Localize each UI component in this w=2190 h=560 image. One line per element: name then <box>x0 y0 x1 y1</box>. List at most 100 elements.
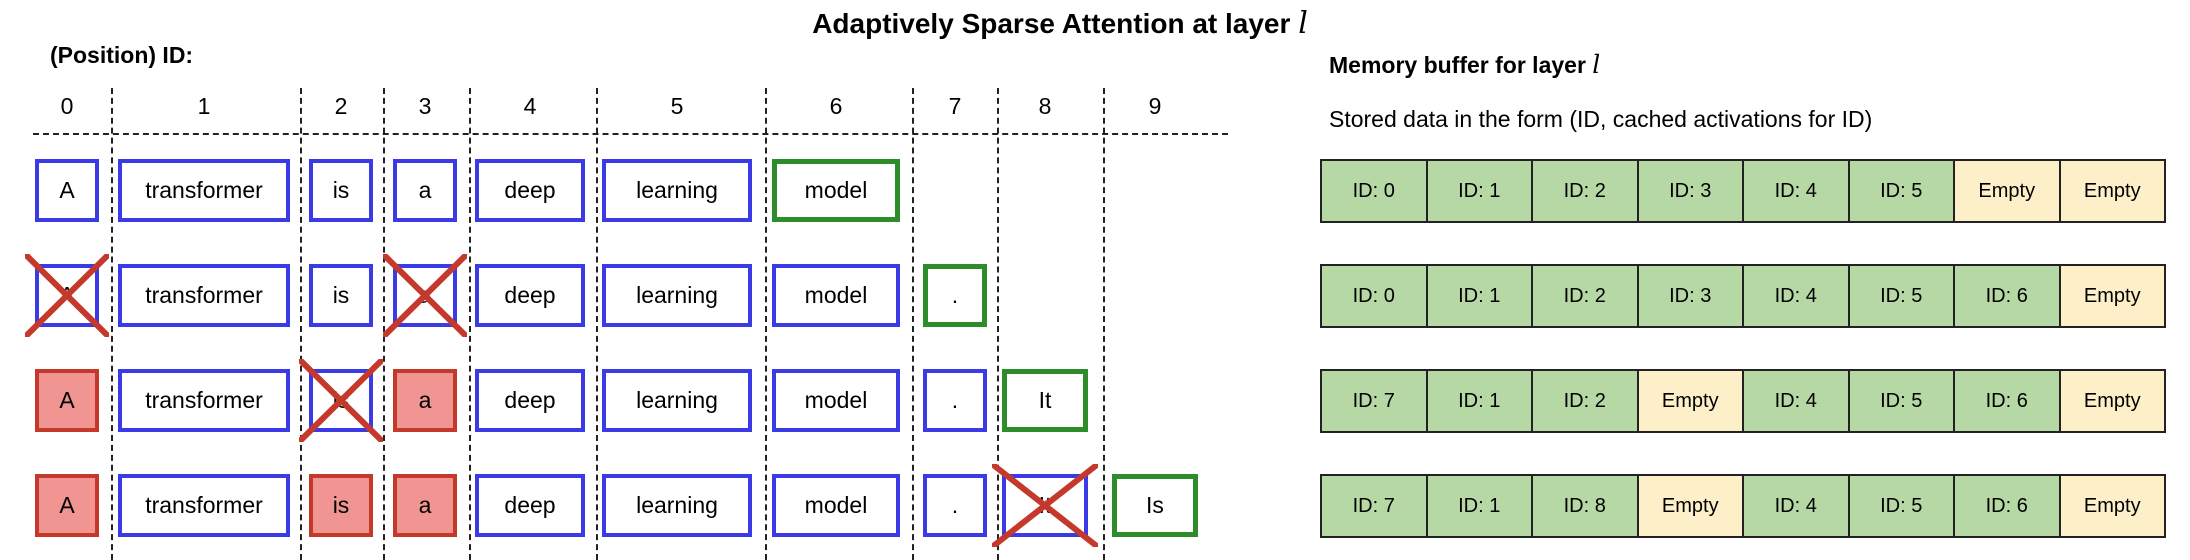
memory-slot: ID: 2 <box>1533 371 1639 431</box>
token-kept: learning <box>602 474 752 537</box>
column-id-0: 0 <box>60 93 74 119</box>
token-kept: a <box>393 159 457 222</box>
token-kept: . <box>923 474 987 537</box>
token-label: It <box>1038 387 1052 413</box>
token-label: It <box>1038 492 1052 518</box>
memory-slot: ID: 6 <box>1955 476 2061 536</box>
token-label: is <box>332 282 350 308</box>
memory-buffer-subtitle: Stored data in the form (ID, cached acti… <box>1329 106 1873 132</box>
token-kept: transformer <box>118 369 290 432</box>
column-separator <box>997 88 999 560</box>
column-separator <box>300 88 302 560</box>
memory-slot: ID: 5 <box>1849 476 1955 536</box>
memory-slot: ID: 4 <box>1744 266 1850 326</box>
token-kept: learning <box>602 159 752 222</box>
token-label: transformer <box>145 177 263 203</box>
token-kept: . <box>923 369 987 432</box>
token-dropped: A <box>35 264 99 327</box>
memory-slot: ID: 4 <box>1744 371 1850 431</box>
token-label: model <box>804 177 868 203</box>
token-label: transformer <box>145 282 263 308</box>
memory-slot-empty: Empty <box>2060 161 2164 221</box>
memory-slot: ID: 3 <box>1638 161 1744 221</box>
title-layer-var: l <box>1298 6 1308 41</box>
memory-slot: ID: 3 <box>1638 266 1744 326</box>
token-label: model <box>804 282 868 308</box>
column-id-3: 3 <box>418 93 432 119</box>
column-id-5: 5 <box>670 93 684 119</box>
column-id-1: 1 <box>197 93 211 119</box>
memory-slot-empty: Empty <box>2060 476 2164 536</box>
token-new: . <box>923 264 987 327</box>
memory-slot: ID: 0 <box>1322 161 1428 221</box>
memory-slot: ID: 1 <box>1427 371 1533 431</box>
memory-slot: ID: 5 <box>1849 266 1955 326</box>
token-label: learning <box>636 282 718 308</box>
column-id-6: 6 <box>829 93 843 119</box>
memory-slot: ID: 8 <box>1533 476 1639 536</box>
memory-slot: ID: 7 <box>1322 371 1428 431</box>
token-kept: transformer <box>118 264 290 327</box>
memory-slot: ID: 1 <box>1427 161 1533 221</box>
token-kept: A <box>35 159 99 222</box>
memory-slot: ID: 2 <box>1533 266 1639 326</box>
token-label: a <box>418 282 432 308</box>
token-label: is <box>332 177 350 203</box>
memory-slot: ID: 7 <box>1322 476 1428 536</box>
token-kept: deep <box>475 369 585 432</box>
token-label: deep <box>504 177 556 203</box>
memory-buffer-title: Memory buffer for layer l <box>1329 50 1600 79</box>
token-label: . <box>951 282 959 308</box>
token-kept: deep <box>475 264 585 327</box>
token-kept: model <box>772 369 900 432</box>
memory-title-text: Memory buffer for layer <box>1329 52 1593 78</box>
token-dropped: is <box>309 369 373 432</box>
memory-slot-empty: Empty <box>1955 161 2061 221</box>
memory-slot-empty: Empty <box>2060 266 2164 326</box>
column-separator <box>1103 88 1105 560</box>
token-label: learning <box>636 387 718 413</box>
token-label: A <box>59 492 75 518</box>
header-separator <box>33 133 1228 135</box>
token-new: Is <box>1112 474 1198 537</box>
memory-slot: ID: 6 <box>1955 371 2061 431</box>
memory-slot: ID: 5 <box>1849 371 1955 431</box>
token-label: A <box>59 282 75 308</box>
memory-slot: ID: 0 <box>1322 266 1428 326</box>
column-separator <box>383 88 385 560</box>
column-separator <box>765 88 767 560</box>
memory-slot: ID: 1 <box>1427 266 1533 326</box>
token-evicted: A <box>35 474 99 537</box>
column-separator <box>111 88 113 560</box>
token-label: is <box>332 492 350 518</box>
token-dropped: a <box>393 264 457 327</box>
token-label: deep <box>504 387 556 413</box>
token-kept: deep <box>475 474 585 537</box>
title-text: Adaptively Sparse Attention at layer <box>812 8 1299 39</box>
token-kept: is <box>309 159 373 222</box>
token-label: transformer <box>145 492 263 518</box>
token-label: transformer <box>145 387 263 413</box>
token-label: model <box>804 387 868 413</box>
token-label: a <box>418 492 432 518</box>
token-label: A <box>59 177 75 203</box>
token-evicted: a <box>393 369 457 432</box>
token-dropped: It <box>1002 474 1088 537</box>
token-label: is <box>332 387 350 413</box>
token-new: It <box>1002 369 1088 432</box>
column-id-9: 9 <box>1148 93 1162 119</box>
token-kept: is <box>309 264 373 327</box>
position-id-label: (Position) ID: <box>50 42 194 68</box>
token-label: Is <box>1146 492 1164 518</box>
token-label: model <box>804 492 868 518</box>
token-label: a <box>418 387 432 413</box>
memory-layer-var: l <box>1592 50 1601 79</box>
token-evicted: is <box>309 474 373 537</box>
token-new: model <box>772 159 900 222</box>
token-label: a <box>418 177 432 203</box>
memory-slot: ID: 4 <box>1744 476 1850 536</box>
